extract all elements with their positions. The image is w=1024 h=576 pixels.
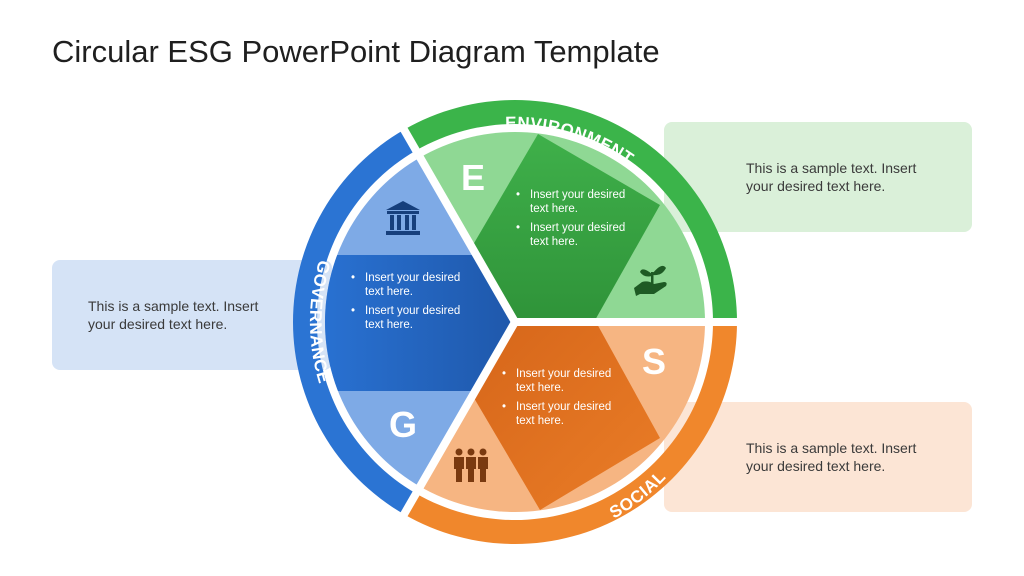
bullet-item: Insert your desired text here. (516, 221, 640, 249)
bullet-item: Insert your desired text here. (516, 188, 640, 216)
governance-letter: G (389, 404, 418, 445)
social-box-text: This is a sample text. Insert your desir… (746, 440, 917, 474)
ring-governance (292, 129, 416, 515)
bullet-item: Insert your desired text here. (351, 271, 475, 299)
social-letter: S (642, 341, 667, 382)
social-bullets: Insert your desired text here. Insert yo… (502, 367, 626, 433)
governance-bullets: Insert your desired text here. Insert yo… (351, 271, 475, 337)
people-group-icon (454, 448, 488, 482)
plant-in-hand-icon (634, 265, 667, 296)
bullet-item: Insert your desired text here. (502, 400, 626, 428)
government-building-icon (386, 201, 420, 235)
governance-box-text: This is a sample text. Insert your desir… (88, 298, 259, 332)
environment-box-text: This is a sample text. Insert your desir… (746, 160, 917, 194)
page-title: Circular ESG PowerPoint Diagram Template (52, 34, 660, 69)
sector-dividers (391, 112, 745, 532)
social-text-box: This is a sample text. Insert your desir… (664, 402, 972, 512)
ring-environment (404, 99, 737, 322)
bullet-item: Insert your desired text here. (502, 367, 626, 395)
environment-bullets: Insert your desired text here. Insert yo… (516, 188, 640, 254)
environment-text-box: This is a sample text. Insert your desir… (664, 122, 972, 232)
bullet-item: Insert your desired text here. (351, 304, 475, 332)
environment-letter: E (461, 157, 486, 198)
ring-social (404, 322, 737, 544)
governance-text-box: This is a sample text. Insert your desir… (52, 260, 332, 370)
